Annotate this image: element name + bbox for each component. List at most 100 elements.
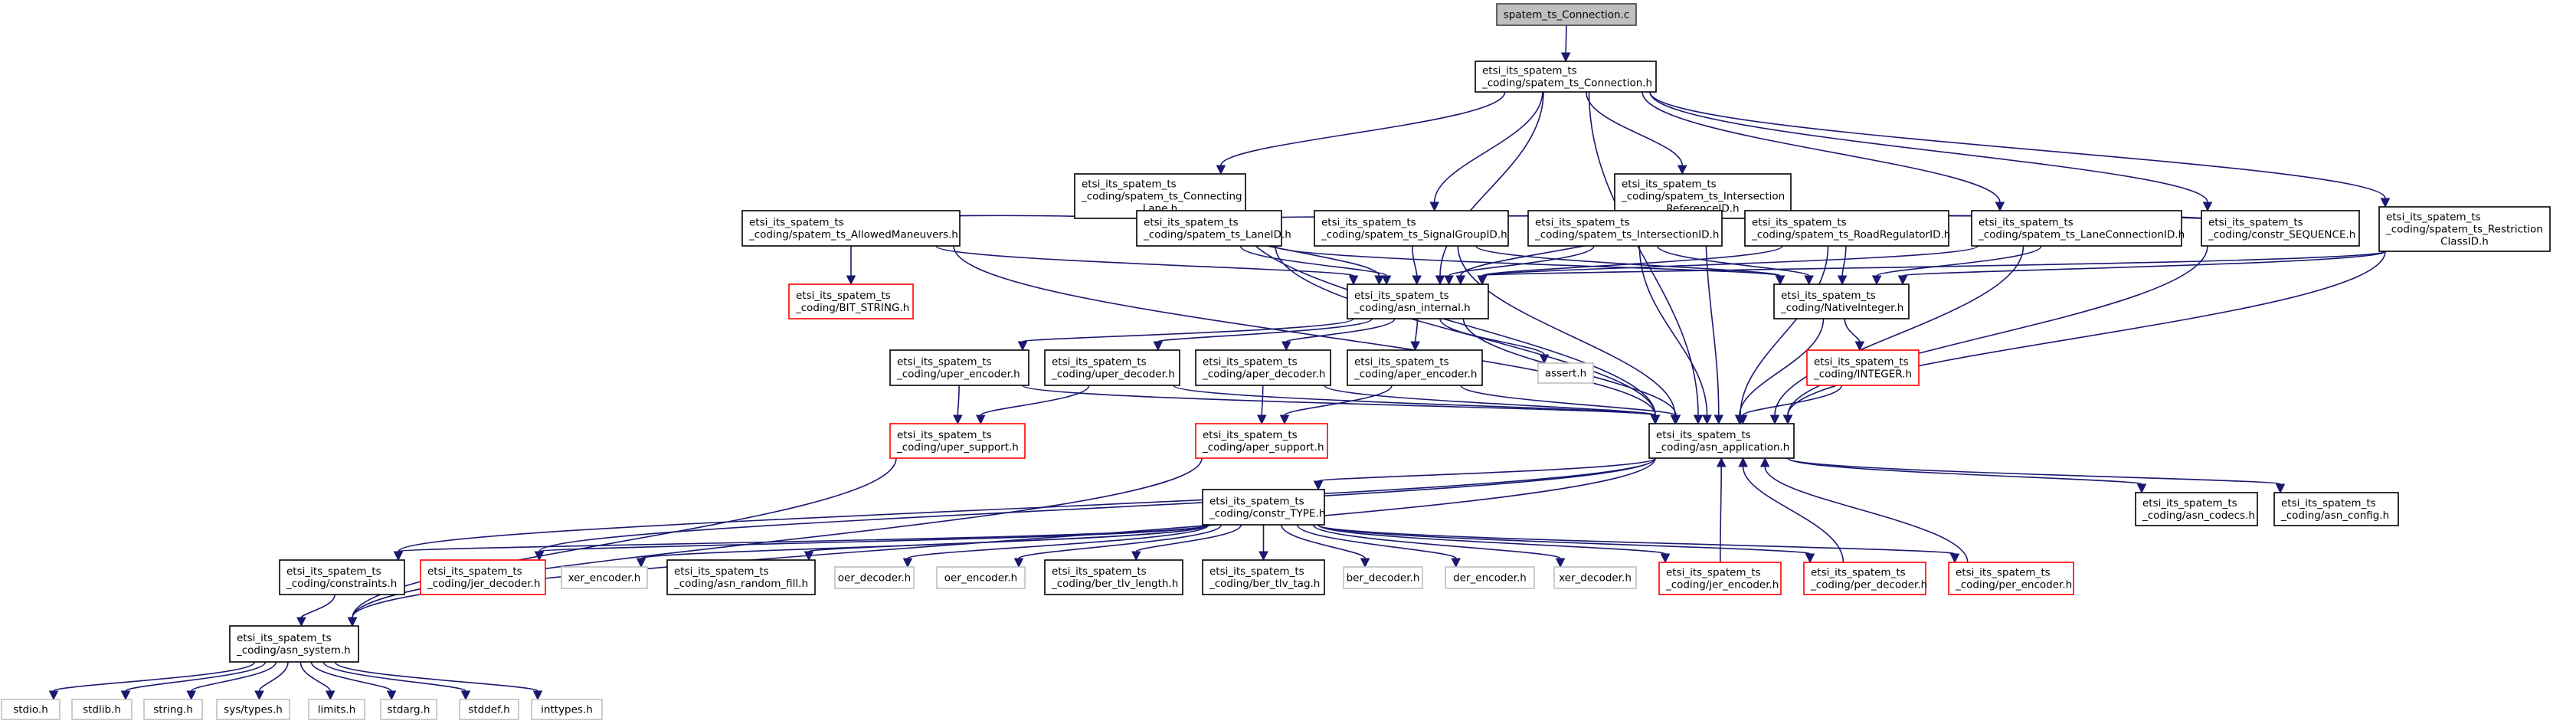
arrowhead-icon: [2380, 198, 2391, 208]
node-oerdecoder: oer_decoder.h: [834, 566, 915, 589]
node-allowedmaneuvers[interactable]: etsi_its_spatem_ts_coding/spatem_ts_Allo…: [741, 210, 961, 247]
node-asninternal[interactable]: etsi_its_spatem_ts_coding/asn_internal.h: [1347, 283, 1489, 319]
edge-line: [980, 385, 1090, 416]
node-roadregulatorid[interactable]: etsi_its_spatem_ts_coding/spatem_ts_Road…: [1744, 210, 1950, 247]
arrowhead-icon: [186, 690, 197, 701]
node-asncodecs[interactable]: etsi_its_spatem_ts_coding/asn_codecs.h: [2135, 492, 2258, 526]
arrowhead-icon: [1693, 414, 1704, 425]
node-root[interactable]: spatem_ts_Connection.c: [1496, 3, 1637, 26]
arrowhead-icon: [804, 551, 814, 562]
node-constrtype[interactable]: etsi_its_spatem_ts_coding/constr_TYPE.h: [1202, 489, 1325, 526]
arrowhead-icon: [1444, 275, 1454, 286]
edge-line: [1414, 318, 1419, 342]
node-upersupport[interactable]: etsi_its_spatem_ts_coding/uper_support.h: [889, 423, 1026, 459]
edge-line: [1239, 218, 1656, 416]
node-bitstring[interactable]: etsi_its_spatem_ts_coding/BIT_STRING.h: [788, 283, 914, 319]
edge-roadregulatorid-to-nativeinteger: [1837, 245, 1848, 286]
node-label: etsi_its_spatem_ts: [2386, 211, 2481, 224]
arrowhead-icon: [386, 690, 397, 701]
node-label: etsi_its_spatem_ts: [1535, 217, 1630, 229]
node-box: [1744, 210, 1949, 247]
node-apersupport[interactable]: etsi_its_spatem_ts_coding/aper_support.h: [1195, 423, 1328, 459]
node-label: _coding/spatem_ts_SignalGroupID.h: [1321, 229, 1507, 241]
edge-signalgroupid-to-asninternal: [1412, 245, 1422, 286]
node-asnapplication[interactable]: etsi_its_spatem_ts_coding/asn_applicatio…: [1648, 423, 1795, 459]
node-box: [531, 699, 603, 720]
edge-asnsystem-to-inttypes: [334, 661, 543, 701]
node-box: [2378, 206, 2551, 252]
node-aperencoder[interactable]: etsi_its_spatem_ts_coding/aper_encoder.h: [1347, 349, 1483, 386]
node-box: [1347, 349, 1483, 386]
edge-connection-to-laneconnectionid: [1642, 91, 2005, 212]
node-asnsystem[interactable]: etsi_its_spatem_ts_coding/asn_system.h: [229, 625, 359, 663]
edge-constrtype-to-oerencoder: [1013, 524, 1222, 568]
node-box: [380, 699, 437, 720]
node-perdecoder[interactable]: etsi_its_spatem_ts_coding/per_decoder.h: [1803, 562, 1927, 595]
node-asnconfig[interactable]: etsi_its_spatem_ts_coding/asn_config.h: [2273, 492, 2399, 526]
node-connection[interactable]: etsi_its_spatem_ts_coding/spatem_ts_Conn…: [1475, 61, 1657, 93]
node-constraints[interactable]: etsi_its_spatem_ts_coding/constraints.h: [279, 559, 405, 595]
node-stdarg: stdarg.h: [380, 699, 437, 720]
edge-allowedmaneuvers-to-asninternal: [935, 245, 1359, 286]
node-perencoder[interactable]: etsi_its_spatem_ts_coding/per_encoder.h: [1948, 562, 2074, 595]
arrowhead-icon: [1660, 553, 1671, 564]
node-nativeinteger[interactable]: etsi_its_spatem_ts_coding/NativeInteger.…: [1773, 283, 1910, 319]
node-label: _coding/per_encoder.h: [1955, 579, 2072, 591]
node-label: _coding/spatem_ts_Connection.h: [1481, 77, 1652, 90]
edge-constrtype-to-berdecoder: [1281, 524, 1370, 568]
node-label: _coding/spatem_ts_AllowedManeuvers.h: [748, 229, 958, 241]
arrowhead-icon: [1702, 414, 1712, 425]
node-box: [889, 349, 1029, 386]
node-restrictionclassid[interactable]: etsi_its_spatem_ts_coding/spatem_ts_Rest…: [2378, 206, 2551, 252]
edge-line: [1787, 251, 2386, 416]
node-label: der_encoder.h: [1453, 572, 1527, 585]
edge-constrtype-to-xerdecoder: [1312, 524, 1566, 568]
node-uperdecoder[interactable]: etsi_its_spatem_ts_coding/uper_decoder.h: [1044, 349, 1180, 386]
edge-aperencoder-to-asnapplication: [1460, 385, 1681, 425]
node-intersectionid[interactable]: etsi_its_spatem_ts_coding/spatem_ts_Inte…: [1527, 210, 1723, 247]
node-label: etsi_its_spatem_ts: [897, 429, 992, 441]
edge-asnsystem-to-systypes: [254, 661, 289, 701]
edge-line: [907, 524, 1209, 559]
node-xerdecoder: xer_decoder.h: [1553, 566, 1637, 589]
node-laneid[interactable]: etsi_its_spatem_ts_coding/spatem_ts_Lane…: [1136, 210, 1291, 247]
node-label: etsi_its_spatem_ts: [1052, 356, 1147, 369]
edge-connectinglane-to-asnapplication: [1239, 218, 1661, 425]
node-jerencoder[interactable]: etsi_its_spatem_ts_coding/jer_encoder.h: [1658, 562, 1782, 595]
arrowhead-icon: [846, 275, 856, 286]
edge-line: [1649, 91, 2386, 199]
node-asnrandomfill[interactable]: etsi_its_spatem_ts_coding/asn_random_fil…: [666, 559, 816, 595]
node-label: etsi_its_spatem_ts: [1203, 429, 1298, 441]
node-label: stdio.h: [13, 704, 48, 716]
node-label: etsi_its_spatem_ts: [1811, 567, 1906, 579]
node-bertlvtag[interactable]: etsi_its_spatem_ts_coding/ber_tlv_tag.h: [1202, 559, 1325, 595]
node-jerdecoder[interactable]: etsi_its_spatem_ts_coding/jer_decoder.h: [420, 559, 546, 595]
node-bertlvlength[interactable]: etsi_its_spatem_ts_coding/ber_tlv_length…: [1044, 559, 1183, 595]
node-label: _coding/ber_tlv_tag.h: [1209, 578, 1320, 590]
arrowhead-icon: [1455, 275, 1466, 286]
edge-line: [1457, 245, 1676, 416]
edge-line: [1135, 524, 1242, 552]
node-oerencoder: oer_encoder.h: [936, 566, 1026, 589]
arrowhead-icon: [1671, 414, 1681, 425]
node-constrsequence[interactable]: etsi_its_spatem_ts_coding/constr_SEQUENC…: [2201, 210, 2360, 247]
node-uperencoder[interactable]: etsi_its_spatem_ts_coding/uper_encoder.h: [889, 349, 1029, 386]
node-integer[interactable]: etsi_its_spatem_ts_coding/INTEGER.h: [1806, 349, 1920, 386]
node-box: [889, 423, 1026, 459]
node-aperdecoder[interactable]: etsi_its_spatem_ts_coding/aper_decoder.h: [1195, 349, 1331, 386]
edge-line: [1787, 457, 2142, 485]
arrowhead-icon: [1256, 414, 1267, 425]
edge-connection-to-signalgroupid: [1429, 91, 1543, 212]
edge-constrtype-to-jerdecoder: [534, 524, 1209, 562]
edge-line: [53, 661, 256, 692]
arrowhead-icon: [902, 558, 913, 568]
node-signalgroupid[interactable]: etsi_its_spatem_ts_coding/spatem_ts_Sign…: [1314, 210, 1509, 247]
arrowhead-icon: [1897, 275, 1908, 286]
node-box: [1553, 566, 1637, 589]
edge-line: [1481, 251, 2386, 277]
node-limits: limits.h: [308, 699, 365, 720]
node-label: etsi_its_spatem_ts: [1203, 356, 1298, 369]
node-laneconnectionid[interactable]: etsi_its_spatem_ts_coding/spatem_ts_Lane…: [1971, 210, 2185, 247]
node-box: [1537, 362, 1594, 384]
node-label: _coding/jer_decoder.h: [427, 578, 540, 590]
